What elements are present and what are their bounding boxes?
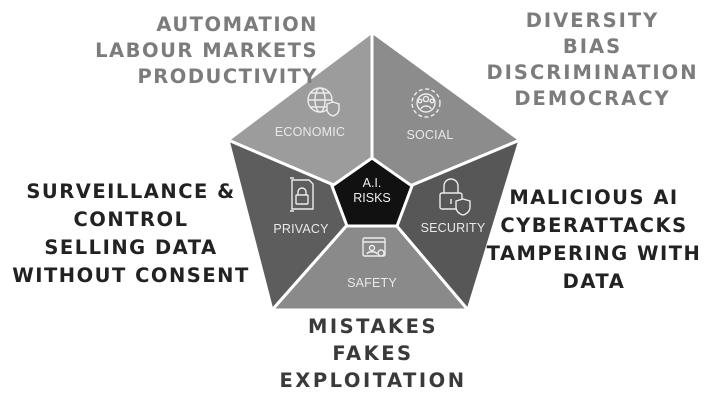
safety-risk-item: EXPLOITATION	[279, 369, 467, 392]
segment-security-label: SECURITY	[421, 221, 486, 235]
segment-social-label: SOCIAL	[406, 128, 453, 142]
social-risk-item: DIVERSITY	[525, 9, 660, 32]
privacy-risks-list: SURVEILLANCE & CONTROL SELLING DATA WITH…	[6, 178, 256, 290]
segment-privacy-label: PRIVACY	[273, 222, 329, 236]
economic-risk-item: AUTOMATION	[156, 13, 318, 36]
privacy-risk-item: SURVEILLANCE &	[26, 180, 236, 203]
segment-economic-label: ECONOMIC	[275, 125, 345, 139]
center-label-line1: A.I.	[363, 176, 382, 190]
privacy-risk-item: WITHOUT CONSENT	[12, 264, 250, 287]
center-label-line2: RISKS	[353, 191, 391, 205]
security-risks-list: MALICIOUS AI CYBERATTACKS TAMPERING WITH…	[478, 184, 710, 296]
security-risk-item: DATA	[562, 270, 626, 293]
economic-risk-item: PRODUCTIVITY	[137, 65, 318, 88]
segment-safety-label: SAFETY	[347, 276, 397, 290]
economic-risk-item: LABOUR MARKETS	[95, 39, 318, 62]
social-risk-item: BIAS	[562, 35, 623, 58]
safety-risk-item: FAKES	[332, 342, 414, 365]
security-risk-item: CYBERATTACKS	[500, 214, 688, 237]
security-risk-item: TAMPERING WITH	[486, 242, 702, 265]
lock-shield-icon	[439, 178, 471, 216]
globe-shield-icon	[307, 87, 340, 117]
social-risks-list: DIVERSITY BIAS DISCRIMINATION DEMOCRACY	[485, 8, 700, 112]
safety-risks-list: MISTAKES FAKES EXPLOITATION	[258, 313, 488, 394]
security-risk-item: MALICIOUS AI	[509, 186, 679, 209]
privacy-risk-item: CONTROL	[73, 208, 189, 231]
economic-risks-list: AUTOMATION LABOUR MARKETS PRODUCTIVITY	[88, 12, 318, 90]
social-risk-item: DEMOCRACY	[514, 87, 671, 110]
social-risk-item: DISCRIMINATION	[486, 61, 699, 84]
people-gear-icon	[411, 88, 441, 118]
document-lock-icon	[290, 177, 314, 212]
privacy-risk-item: SELLING DATA	[44, 236, 218, 259]
browser-user-icon	[362, 237, 386, 257]
safety-risk-item: MISTAKES	[307, 315, 439, 338]
center-pentagon	[330, 156, 414, 228]
